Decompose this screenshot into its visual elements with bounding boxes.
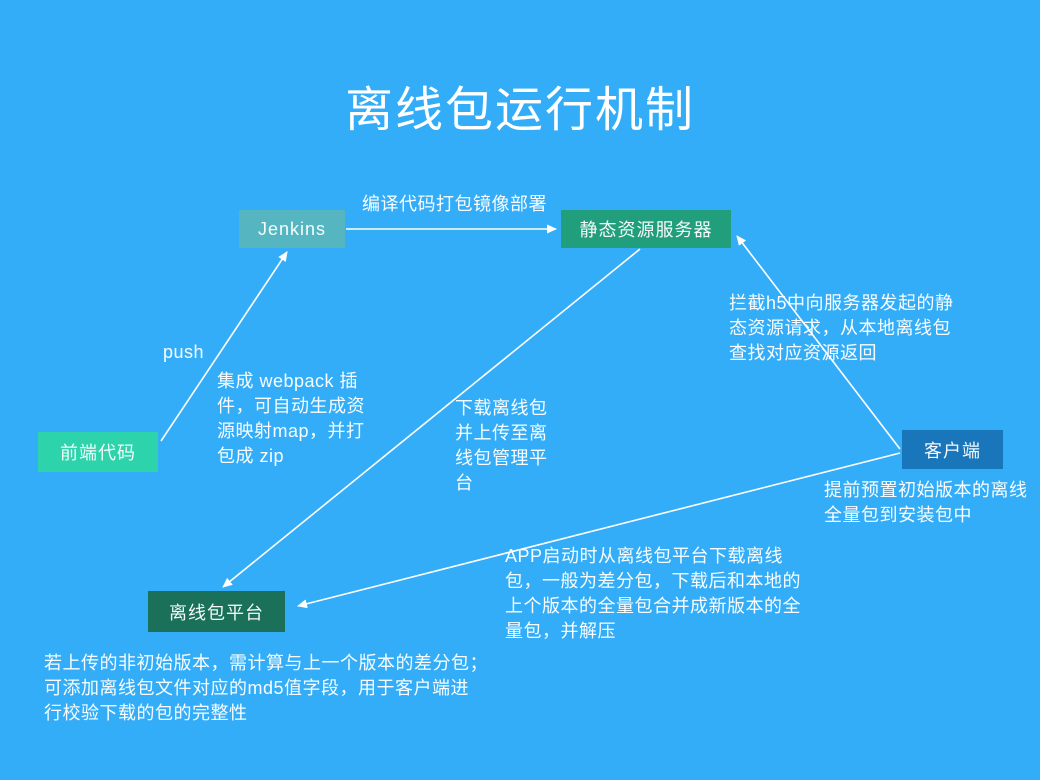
node-frontend-code: 前端代码 xyxy=(38,432,158,472)
annotation-preset-full-package: 提前预置初始版本的离线 全量包到安装包中 xyxy=(824,480,1028,525)
node-offline-package-platform-label: 离线包平台 xyxy=(169,602,264,623)
edge-label-intercept-h5: 拦截h5中向服务器发起的静 态资源请求，从本地离线包 查找对应资源返回 xyxy=(729,293,954,363)
node-jenkins-label: Jenkins xyxy=(257,218,327,239)
annotation-webpack-plugin: 集成 webpack 插 件，可自动生成资 源映射map，并打 包成 zip xyxy=(217,371,365,466)
node-static-resource-server: 静态资源服务器 xyxy=(561,210,731,248)
edge-label-app-start-download: APP启动时从离线包平台下载离线 包，一般为差分包，下载后和本地的 上个版本的全… xyxy=(505,546,801,641)
node-client: 客户端 xyxy=(902,430,1003,469)
node-frontend-code-label: 前端代码 xyxy=(60,443,136,463)
node-jenkins: Jenkins xyxy=(239,210,345,248)
node-offline-package-platform: 离线包平台 xyxy=(148,591,285,632)
edge-label-compile-deploy: 编译代码打包镜像部署 xyxy=(362,194,547,214)
edge-label-download-upload: 下载离线包 并上传至离 线包管理平 台 xyxy=(455,398,548,493)
edge-client-to-offline-platform xyxy=(297,452,901,609)
page-title: 离线包运行机制 xyxy=(344,84,695,137)
node-client-label: 客户端 xyxy=(924,440,981,461)
edge-label-push: push xyxy=(163,342,205,362)
edge-static-server-to-offline-platform xyxy=(222,248,641,588)
edge-client-to-static-server xyxy=(736,235,901,450)
annotation-non-initial-diff-md5: 若上传的非初始版本，需计算与上一个版本的差分包； 可添加离线包文件对应的md5值… xyxy=(44,653,488,723)
edge-frontend-to-jenkins xyxy=(160,251,288,442)
node-static-resource-server-label: 静态资源服务器 xyxy=(579,220,713,240)
